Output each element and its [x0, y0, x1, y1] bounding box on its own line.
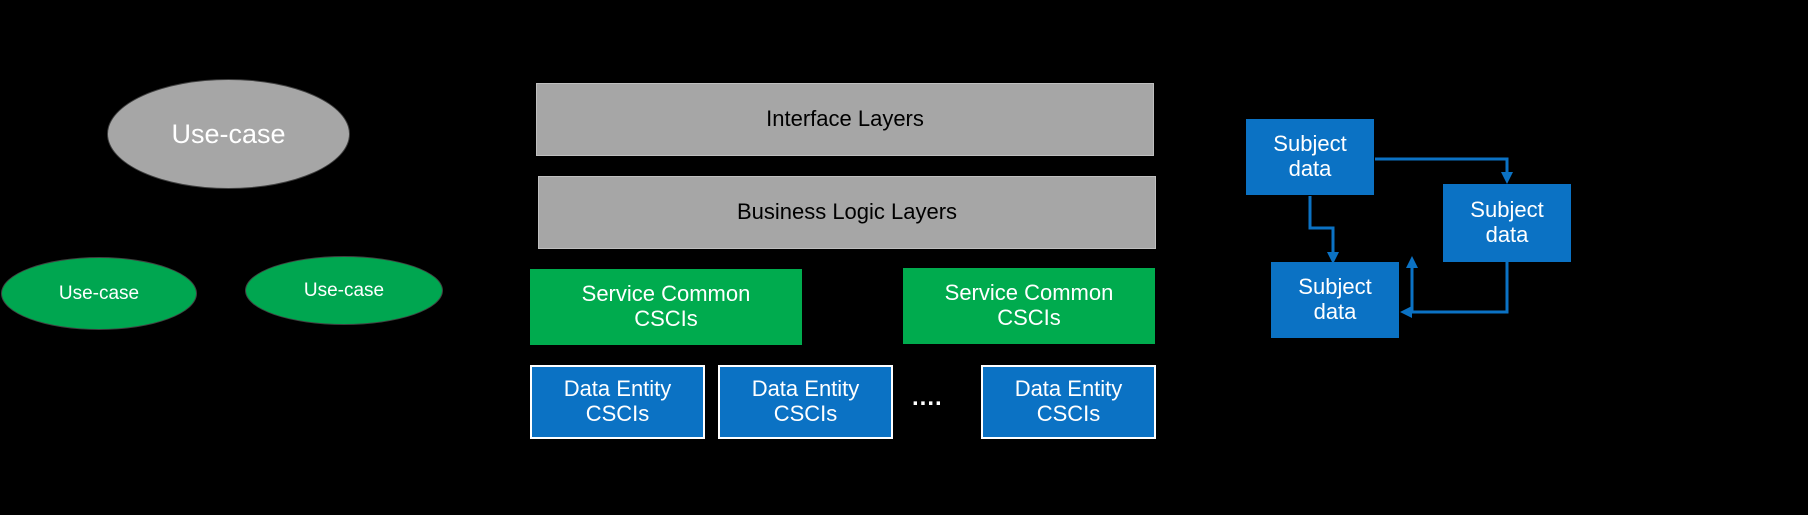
service-common-cscis-left[interactable]: Service Common CSCIs [530, 269, 802, 345]
subject-data-bottom[interactable]: Subject data [1271, 262, 1399, 338]
data-entity-cscis-1[interactable]: Data Entity CSCIs [530, 365, 705, 439]
data-entity-cscis-3-label: Data Entity CSCIs [1014, 376, 1123, 426]
service-common-cscis-right[interactable]: Service Common CSCIs [903, 268, 1155, 344]
arrow-top-to-bottom [1308, 196, 1339, 264]
arrow-top-to-right [1375, 157, 1513, 184]
data-entity-cscis-1-label: Data Entity CSCIs [563, 376, 672, 426]
subject-data-right[interactable]: Subject data [1443, 184, 1571, 262]
use-case-left[interactable]: Use-case [1, 257, 197, 330]
use-case-right[interactable]: Use-case [245, 256, 443, 325]
subject-data-top[interactable]: Subject data [1246, 119, 1374, 195]
use-case-primary[interactable]: Use-case [107, 79, 350, 189]
arrow-right-to-bottom [1400, 256, 1509, 318]
service-common-cscis-left-label: Service Common CSCIs [581, 281, 751, 331]
data-entity-cscis-3[interactable]: Data Entity CSCIs [981, 365, 1156, 439]
business-logic-layers-label: Business Logic Layers [736, 199, 958, 225]
subject-data-right-label: Subject data [1470, 197, 1544, 247]
data-entity-cscis-2[interactable]: Data Entity CSCIs [718, 365, 893, 439]
subject-data-bottom-label: Subject data [1298, 274, 1372, 324]
entity-ellipsis: .... [912, 384, 943, 411]
interface-layers-bar[interactable]: Interface Layers [536, 83, 1154, 156]
service-common-cscis-right-label: Service Common CSCIs [944, 280, 1114, 330]
interface-layers-label: Interface Layers [766, 106, 924, 132]
data-entity-cscis-2-label: Data Entity CSCIs [751, 376, 860, 426]
subject-data-top-label: Subject data [1273, 131, 1347, 181]
use-case-primary-label: Use-case [171, 118, 286, 149]
use-case-right-label: Use-case [303, 279, 385, 301]
business-logic-layers-bar[interactable]: Business Logic Layers [538, 176, 1156, 249]
use-case-left-label: Use-case [58, 282, 140, 304]
